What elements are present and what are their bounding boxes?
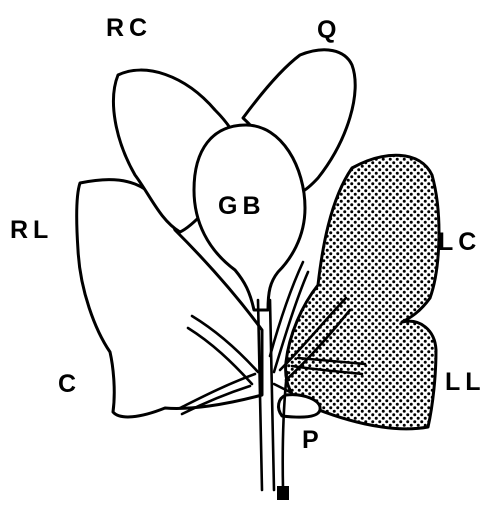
label-rl: RL (10, 216, 53, 244)
cannula-tip (277, 486, 289, 500)
label-c: C (58, 370, 81, 398)
label-p: P (302, 426, 324, 454)
label-ll: LL (445, 368, 486, 396)
left-lobes-stippled (286, 155, 439, 429)
common-bile-duct-right-wall (270, 300, 274, 490)
label-rc: RC (106, 14, 152, 42)
label-q: Q (317, 16, 341, 44)
label-gb: GB (218, 192, 266, 220)
label-lc: LC (438, 228, 481, 256)
